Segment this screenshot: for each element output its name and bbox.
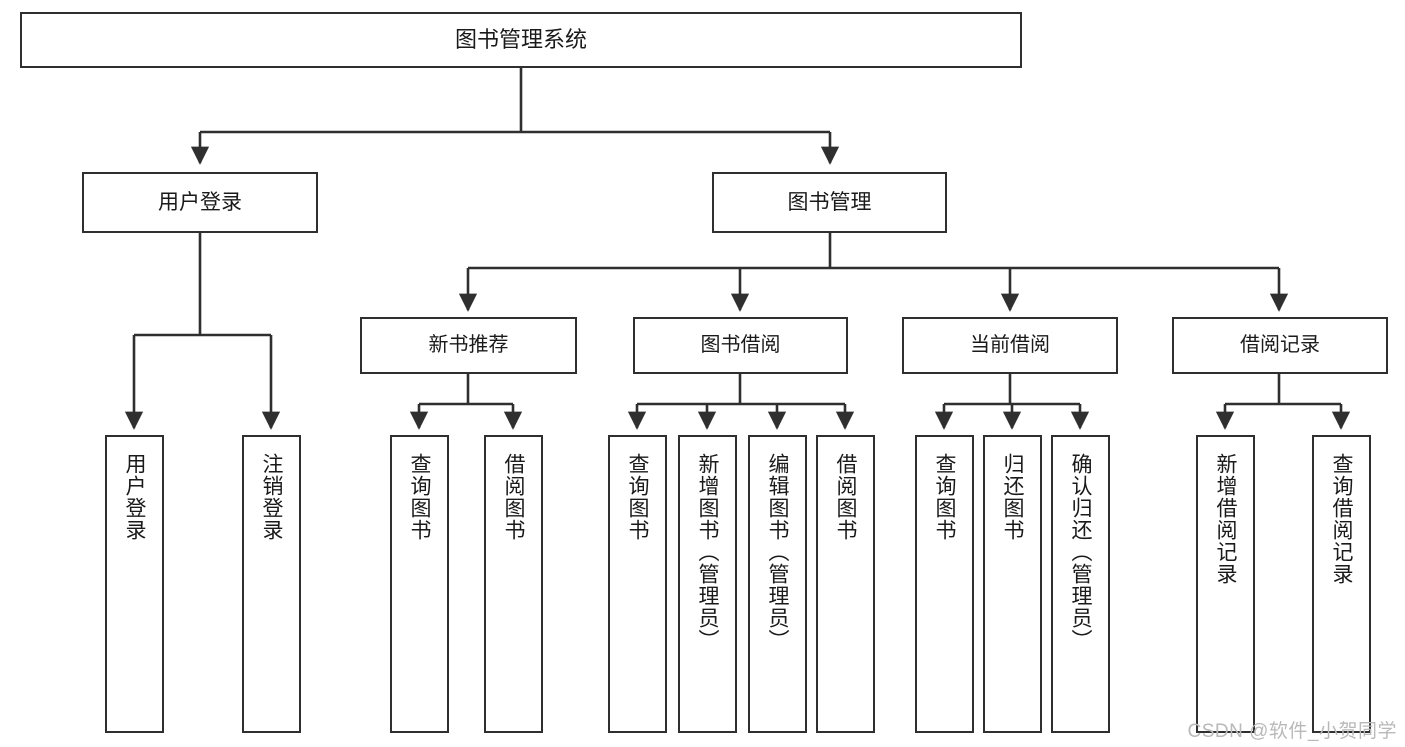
node-new-book-recommend[interactable]: 新书推荐 xyxy=(360,317,577,374)
node-root-system[interactable]: 图书管理系统 xyxy=(20,12,1022,68)
leaf-new-book-query[interactable]: 查询图书 xyxy=(390,435,449,733)
leaf-current-query-book[interactable]: 查询图书 xyxy=(915,435,974,733)
leaf-label: 查询图书 xyxy=(933,453,956,541)
leaf-borrow-query-book[interactable]: 查询图书 xyxy=(608,435,667,733)
leaf-new-book-borrow[interactable]: 借阅图书 xyxy=(484,435,543,733)
leaf-user-login-login[interactable]: 用户登录 xyxy=(105,435,164,733)
leaf-label: 确认归还（管理员） xyxy=(1069,453,1092,651)
leaf-label: 新增图书（管理员） xyxy=(696,453,719,651)
leaf-label: 查询借阅记录 xyxy=(1330,453,1353,585)
node-current-borrow[interactable]: 当前借阅 xyxy=(902,317,1118,374)
leaf-label: 注销登录 xyxy=(260,453,283,541)
leaf-record-add-record[interactable]: 新增借阅记录 xyxy=(1196,435,1255,733)
leaf-current-return-book[interactable]: 归还图书 xyxy=(983,435,1042,733)
leaf-current-confirm-return-admin[interactable]: 确认归还（管理员） xyxy=(1051,435,1110,733)
leaf-label: 归还图书 xyxy=(1001,453,1024,541)
node-book-borrow[interactable]: 图书借阅 xyxy=(633,317,848,374)
node-user-login[interactable]: 用户登录 xyxy=(82,172,318,233)
leaf-borrow-edit-book-admin[interactable]: 编辑图书（管理员） xyxy=(748,435,807,733)
leaf-label: 编辑图书（管理员） xyxy=(766,453,789,651)
leaf-label: 用户登录 xyxy=(123,453,146,541)
leaf-label: 新增借阅记录 xyxy=(1214,453,1237,585)
leaf-label: 借阅图书 xyxy=(502,453,525,541)
leaf-label: 借阅图书 xyxy=(834,453,857,541)
leaf-borrow-add-book-admin[interactable]: 新增图书（管理员） xyxy=(678,435,737,733)
leaf-label: 查询图书 xyxy=(408,453,431,541)
leaf-record-query-record[interactable]: 查询借阅记录 xyxy=(1312,435,1371,733)
csdn-watermark: CSDN @软件_小贺同学 xyxy=(1187,721,1397,742)
leaf-borrow-borrow-book[interactable]: 借阅图书 xyxy=(816,435,875,733)
leaf-user-login-logout[interactable]: 注销登录 xyxy=(242,435,301,733)
node-book-management[interactable]: 图书管理 xyxy=(712,172,947,233)
leaf-label: 查询图书 xyxy=(626,453,649,541)
node-borrow-record[interactable]: 借阅记录 xyxy=(1172,317,1388,374)
